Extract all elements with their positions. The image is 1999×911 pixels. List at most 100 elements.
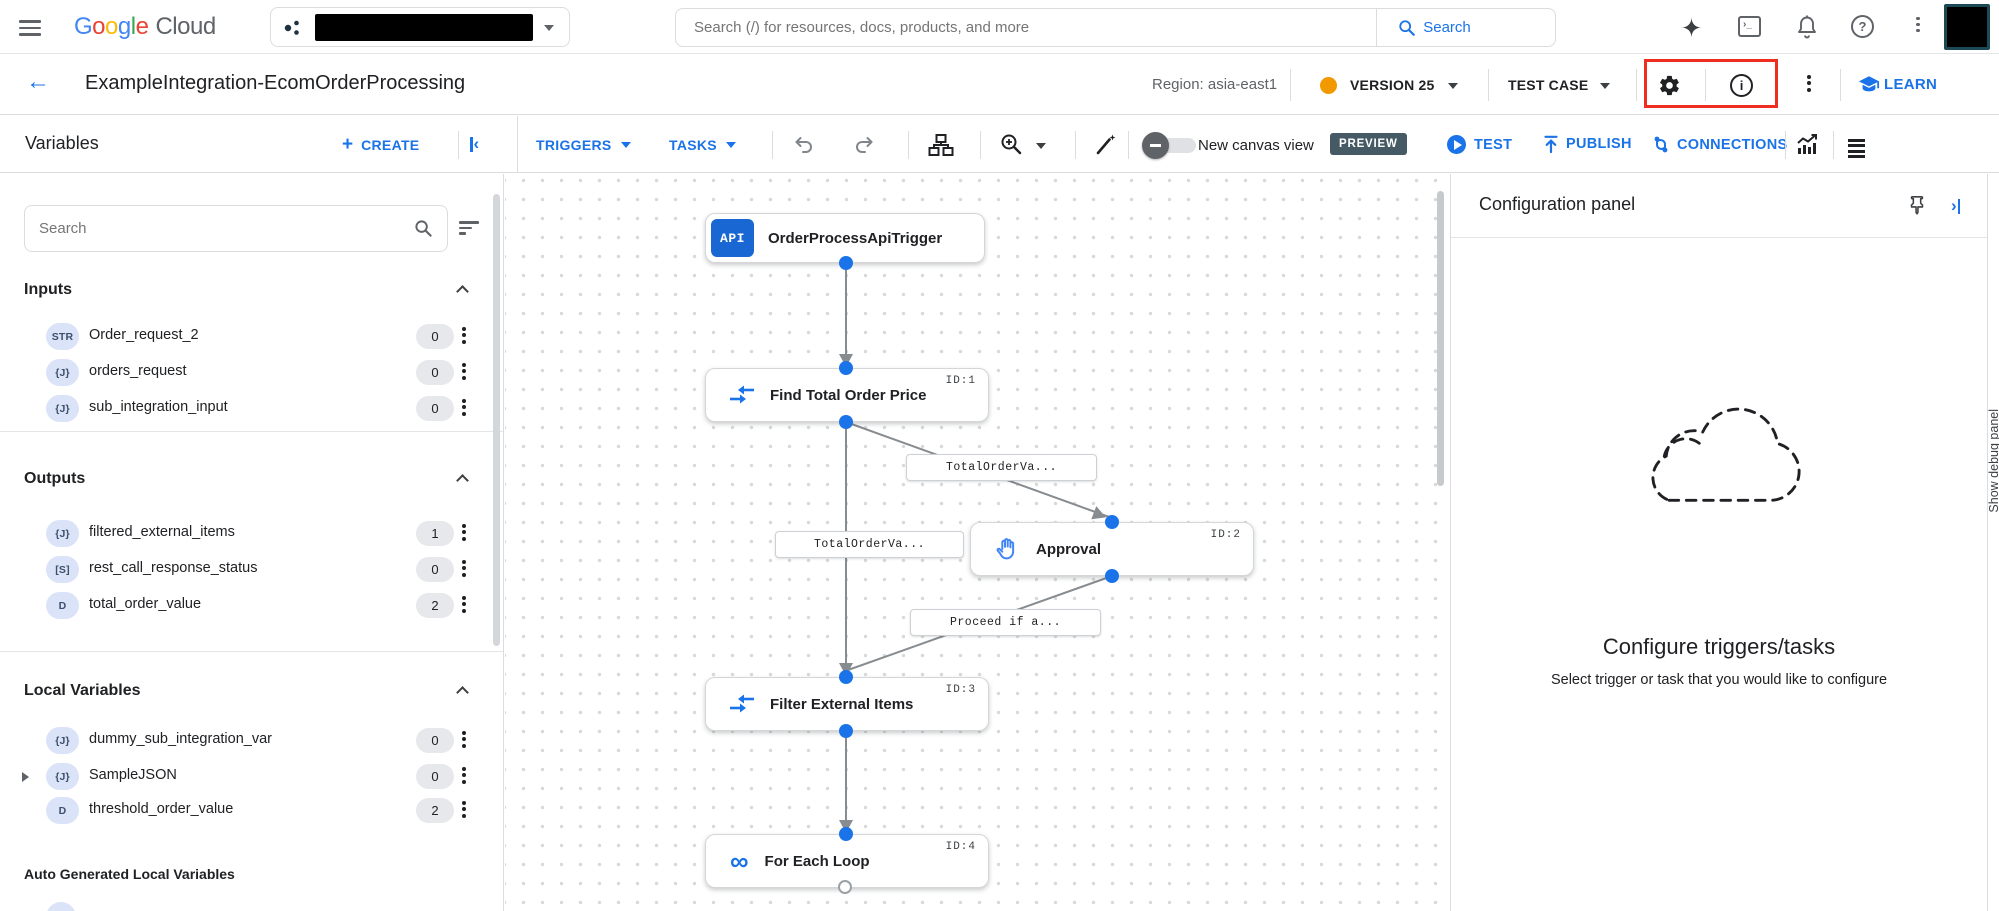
port-node1-top[interactable] (839, 361, 853, 375)
port-filter-bottom[interactable] (839, 724, 853, 738)
expand-variable-icon[interactable] (22, 772, 29, 782)
collapse-inputs-icon[interactable] (456, 285, 469, 298)
sort-variables-icon[interactable] (459, 218, 479, 238)
section-title-outputs: Outputs (24, 470, 86, 487)
variable-menu-icon[interactable] (462, 360, 466, 382)
notifications-bell-icon[interactable] (1795, 14, 1819, 40)
cloud-shell-icon[interactable]: ›_ (1738, 16, 1761, 37)
magic-edit-icon[interactable] (1093, 133, 1117, 157)
variables-search-box[interactable] (24, 205, 448, 252)
collapse-config-panel-icon[interactable]: › (1951, 196, 1961, 216)
hamburger-menu-icon[interactable] (19, 16, 41, 40)
variable-menu-icon[interactable] (462, 396, 466, 418)
node-filter-external-items[interactable]: ID:3 Filter External Items (705, 677, 989, 731)
variable-row[interactable]: {J} orders_request 0 (0, 355, 503, 391)
variable-menu-icon[interactable] (462, 593, 466, 615)
variable-menu-icon[interactable] (462, 557, 466, 579)
integration-title: ExampleIntegration-EcomOrderProcessing (85, 72, 466, 94)
version-dropdown[interactable]: VERSION 25 (1350, 77, 1435, 93)
collapse-variables-panel-icon[interactable]: ‹ (470, 134, 479, 154)
variable-row[interactable]: {J} filtered_external_items 1 (0, 516, 503, 552)
node-find-total-order-price[interactable]: ID:1 Find Total Order Price (705, 368, 989, 422)
global-search-bar[interactable]: Search (675, 8, 1556, 47)
edge-label-total-order-value[interactable]: TotalOrderVa... (775, 531, 964, 558)
variable-row[interactable]: STR Order_request_2 0 (0, 319, 503, 355)
port-node1-bottom[interactable] (839, 415, 853, 429)
auto-layout-icon[interactable] (928, 133, 954, 157)
info-icon[interactable]: i (1730, 74, 1753, 97)
redo-icon[interactable] (852, 134, 876, 156)
version-status-dot (1320, 77, 1337, 94)
port-approval-top[interactable] (1105, 515, 1119, 529)
sidebar-scrollbar[interactable] (493, 194, 500, 646)
variable-name: sub_integration_input (89, 399, 228, 415)
debug-panel-strip[interactable]: Show debug panel (1987, 174, 1999, 911)
node-label: OrderProcessApiTrigger (768, 229, 943, 247)
pin-icon[interactable] (1906, 194, 1928, 218)
variable-menu-icon[interactable] (462, 764, 466, 786)
test-button[interactable]: TEST (1447, 135, 1512, 154)
variable-row[interactable]: {J} dummy_sub_integration_var 0 (0, 723, 503, 759)
back-arrow-icon[interactable]: ← (26, 68, 50, 95)
canvas-scrollbar[interactable] (1437, 191, 1444, 486)
tasks-dropdown[interactable]: TASKS (669, 137, 736, 153)
account-avatar[interactable] (1944, 4, 1990, 50)
global-search-input[interactable] (676, 19, 1376, 36)
variable-menu-icon[interactable] (462, 798, 466, 820)
collapse-local-variables-icon[interactable] (456, 686, 469, 699)
publish-button[interactable]: PUBLISH (1543, 135, 1632, 153)
zoom-caret-icon[interactable] (1036, 143, 1046, 149)
edge-label-total-order-value[interactable]: TotalOrderVa... (906, 454, 1097, 481)
help-icon[interactable]: ? (1851, 15, 1874, 38)
execution-logs-icon[interactable] (1848, 136, 1865, 161)
global-search-button[interactable]: Search (1376, 9, 1492, 46)
project-caret-icon (544, 25, 554, 31)
variable-usage-count: 2 (416, 593, 454, 618)
project-selector[interactable] (270, 7, 570, 47)
variables-search-input[interactable] (39, 220, 414, 237)
variable-name: filtered_external_items (89, 524, 235, 540)
test-button-label: TEST (1474, 136, 1513, 153)
variable-menu-icon[interactable] (462, 728, 466, 750)
settings-gear-icon[interactable] (1658, 74, 1681, 97)
node-label: Approval (1036, 540, 1102, 558)
variable-usage-count: 0 (416, 324, 454, 349)
variable-row[interactable]: D total_order_value 2 (0, 588, 503, 624)
project-name-redacted (315, 14, 533, 41)
variable-type-badge: {J} (46, 727, 79, 754)
variable-row[interactable]: {J} sub_integration_input 0 (0, 391, 503, 427)
show-debug-panel-label[interactable]: Show debug panel (1987, 409, 1999, 513)
variable-row[interactable]: [S] rest_call_response_status 0 (0, 552, 503, 588)
edge-label-proceed-if[interactable]: Proceed if a... (910, 609, 1101, 636)
port-loop-top[interactable] (839, 827, 853, 841)
zoom-icon[interactable] (1000, 133, 1024, 157)
node-for-each-loop[interactable]: ID:4 ∞ For Each Loop (705, 834, 989, 888)
titlebar-more-menu-icon[interactable] (1803, 72, 1815, 94)
connections-button[interactable]: CONNECTIONS (1652, 135, 1787, 154)
port-filter-top[interactable] (839, 670, 853, 684)
test-case-caret-icon (1600, 83, 1610, 89)
variable-menu-icon[interactable] (462, 521, 466, 543)
variable-row[interactable]: D threshold_order_value 2 (0, 793, 503, 829)
port-trigger-bottom[interactable] (839, 256, 853, 270)
version-caret-icon (1448, 83, 1458, 89)
google-cloud-logo[interactable]: Google Cloud (74, 13, 216, 41)
port-loop-bottom[interactable] (838, 880, 852, 894)
workflow-canvas[interactable]: API OrderProcessApiTrigger ID:1 Find Tot… (505, 174, 1450, 911)
triggers-dropdown[interactable]: TRIGGERS (536, 137, 631, 153)
undo-icon[interactable] (792, 134, 816, 156)
gemini-sparkle-icon[interactable] (1680, 16, 1703, 39)
port-approval-bottom[interactable] (1105, 569, 1119, 583)
variable-menu-icon[interactable] (462, 324, 466, 346)
topbar-more-menu-icon[interactable] (1912, 14, 1924, 35)
analytics-icon[interactable] (1795, 133, 1819, 157)
collapse-outputs-icon[interactable] (456, 474, 469, 487)
new-canvas-toggle[interactable] (1142, 132, 1196, 159)
test-case-dropdown[interactable]: TEST CASE (1508, 77, 1589, 93)
search-button-label: Search (1423, 19, 1471, 36)
create-variable-button[interactable]: + CREATE (342, 134, 419, 156)
variable-row[interactable]: {J} SampleJSON 0 (0, 759, 503, 795)
node-approval[interactable]: ID:2 Approval (970, 522, 1254, 576)
create-button-label: CREATE (361, 137, 420, 153)
learn-button[interactable]: LEARN (1884, 76, 1938, 93)
